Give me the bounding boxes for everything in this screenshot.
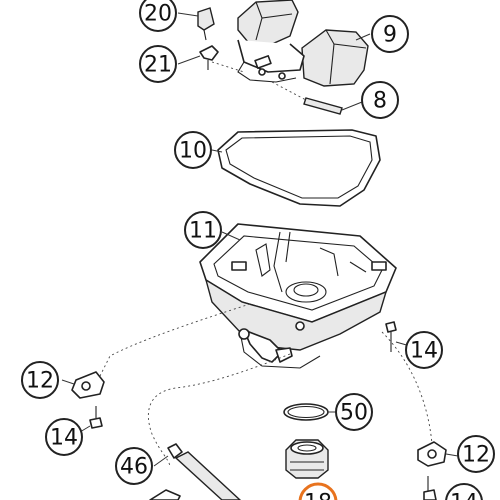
screw-left [79,406,103,433]
callout-12-right: 12 [457,435,495,473]
leader-9 [355,33,371,41]
svg-text:14: 14 [50,426,78,451]
callout-10: 10 [174,131,212,169]
partial-part-bottom [149,489,181,500]
svg-text:8: 8 [373,89,387,114]
float-assembly [237,0,369,115]
svg-text:46: 46 [120,455,148,480]
svg-text:10: 10 [179,139,207,164]
bracket-left [61,371,105,399]
callout-20: 20 [139,0,177,32]
screw-right [385,321,411,352]
o-ring [283,403,336,421]
leader-8 [341,101,363,111]
callout-50: 50 [335,393,373,431]
callout-14-right: 14 [405,331,443,369]
callout-11: 11 [184,211,222,249]
callout-18-highlighted: 18 [298,482,338,500]
callout-8: 8 [361,81,399,119]
bracket-path-right [381,331,433,445]
callout-46: 46 [115,447,153,485]
bracket-right [417,441,459,467]
svg-text:18: 18 [304,491,332,500]
svg-text:20: 20 [144,2,172,27]
bowl-gasket [211,129,381,207]
svg-text:14: 14 [450,491,478,500]
drain-hose [153,443,242,500]
callout-14-bottom-right: 14 [445,483,483,500]
callout-12-left: 12 [21,361,59,399]
needle-valve [177,7,215,41]
svg-text:12: 12 [26,369,54,394]
drain-plug [285,439,329,479]
float-bowl [199,223,397,369]
clip-part [177,45,245,73]
svg-text:21: 21 [144,53,172,78]
svg-text:50: 50 [340,401,368,426]
svg-text:12: 12 [462,443,490,468]
bracket-path-left [97,303,251,381]
svg-text:14: 14 [410,339,438,364]
screw-lower-right [423,476,437,500]
hose-path [147,353,291,467]
callout-9: 9 [371,15,409,53]
callout-21: 21 [139,45,177,83]
svg-text:9: 9 [383,23,397,48]
svg-text:11: 11 [189,219,217,244]
callout-14-left: 14 [45,418,83,456]
